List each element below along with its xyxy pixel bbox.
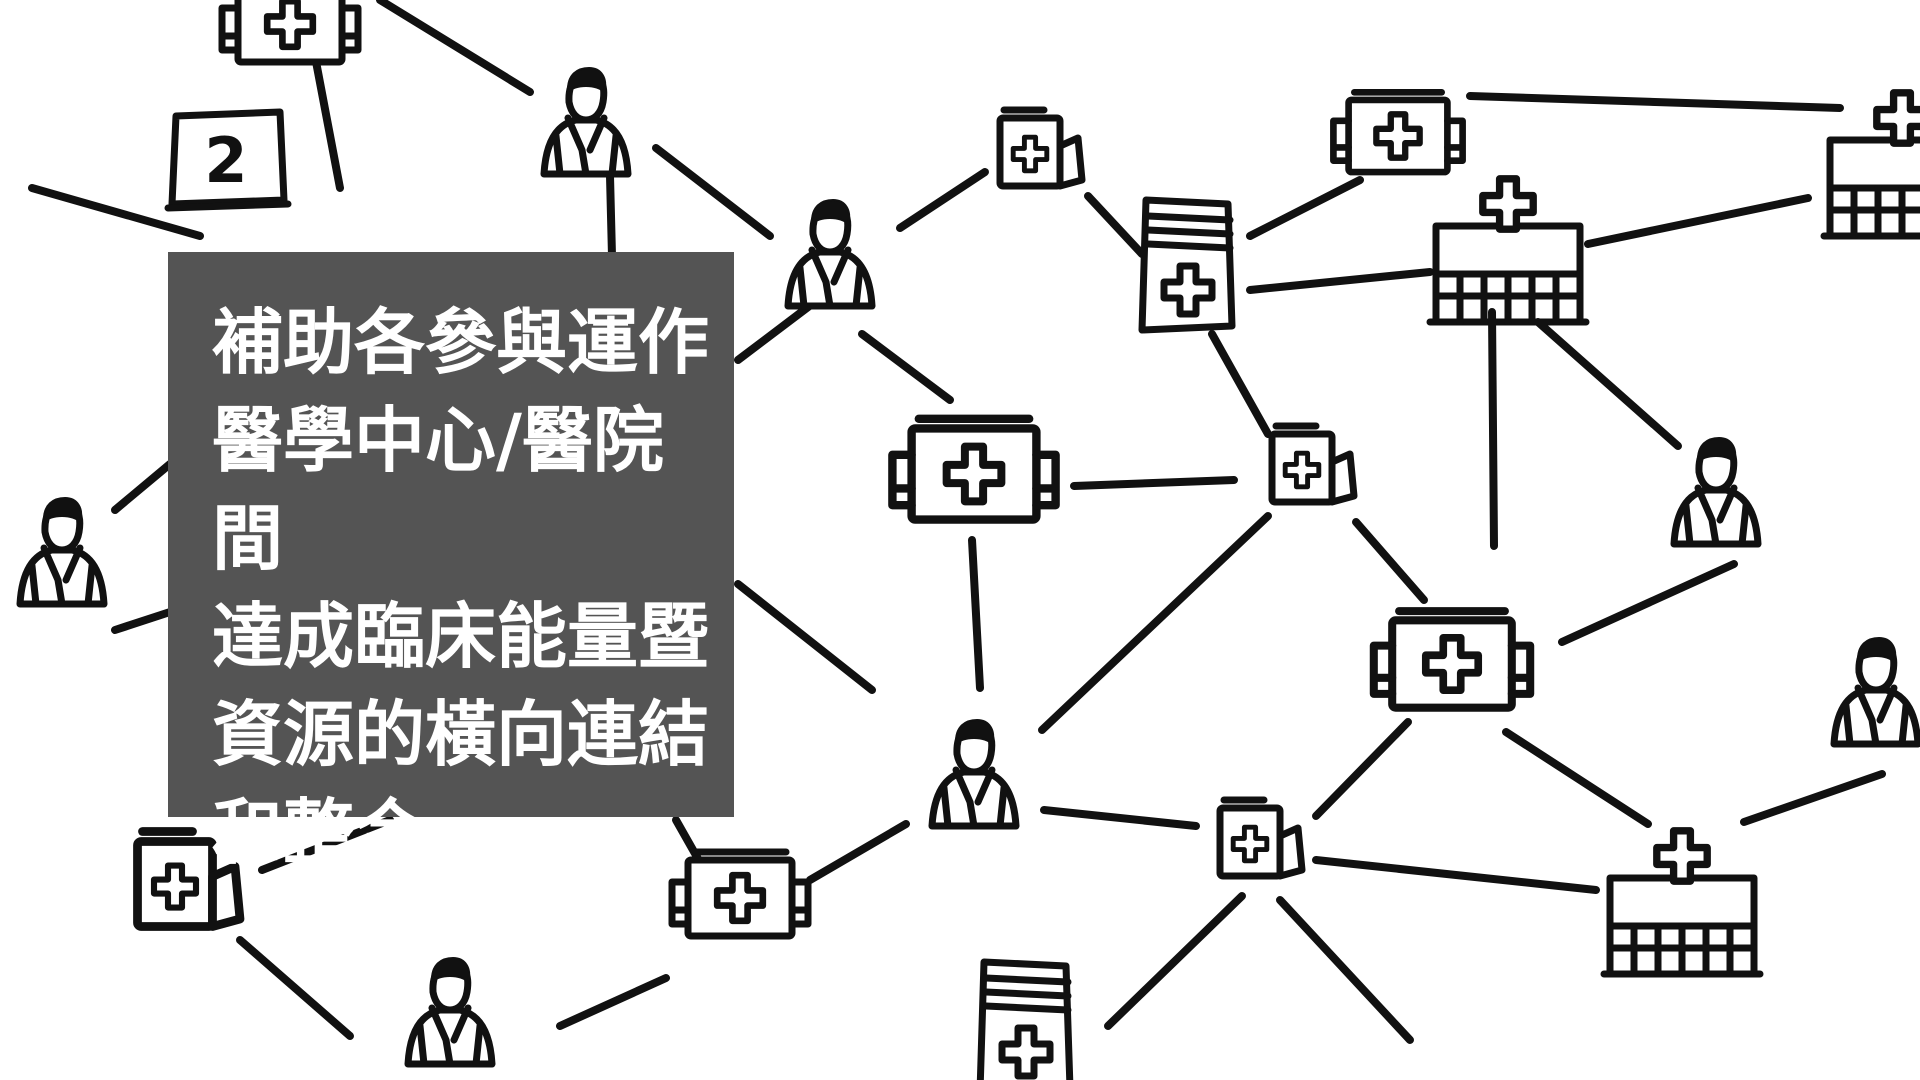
person-icon (20, 498, 104, 604)
person-icon (544, 68, 628, 174)
person-icon (1834, 638, 1918, 744)
medical-kit-icon (1272, 426, 1354, 502)
clinic-icon (1333, 92, 1462, 172)
network-nodes: 2 (20, 0, 1920, 1080)
caption-box: 補助各參與運作 醫學中心/醫院間 達成臨床能量暨 資源的橫向連結 和整合 (168, 252, 734, 874)
clinic-icon (892, 419, 1055, 520)
clinic-icon (222, 0, 358, 62)
number-badge: 2 (164, 108, 292, 212)
medical-kit-icon (1000, 110, 1082, 186)
clinic-icon (1374, 611, 1530, 708)
hospital-building-icon (1430, 179, 1586, 322)
person-icon (1674, 438, 1758, 544)
person-icon (932, 720, 1016, 826)
person-icon (788, 200, 872, 306)
connection-lines (28, 0, 1886, 1044)
badge-number: 2 (204, 124, 247, 197)
caption-text: 補助各參與運作 醫學中心/醫院間 達成臨床能量暨 資源的橫向連結 和整合 (212, 301, 710, 874)
hospital-building-icon (1604, 831, 1760, 974)
hospital-building-icon (1824, 93, 1920, 236)
medical-kit-icon (1220, 800, 1302, 876)
person-icon (408, 958, 492, 1064)
hospital-tower-icon (980, 962, 1070, 1080)
hospital-tower-icon (1142, 200, 1232, 330)
